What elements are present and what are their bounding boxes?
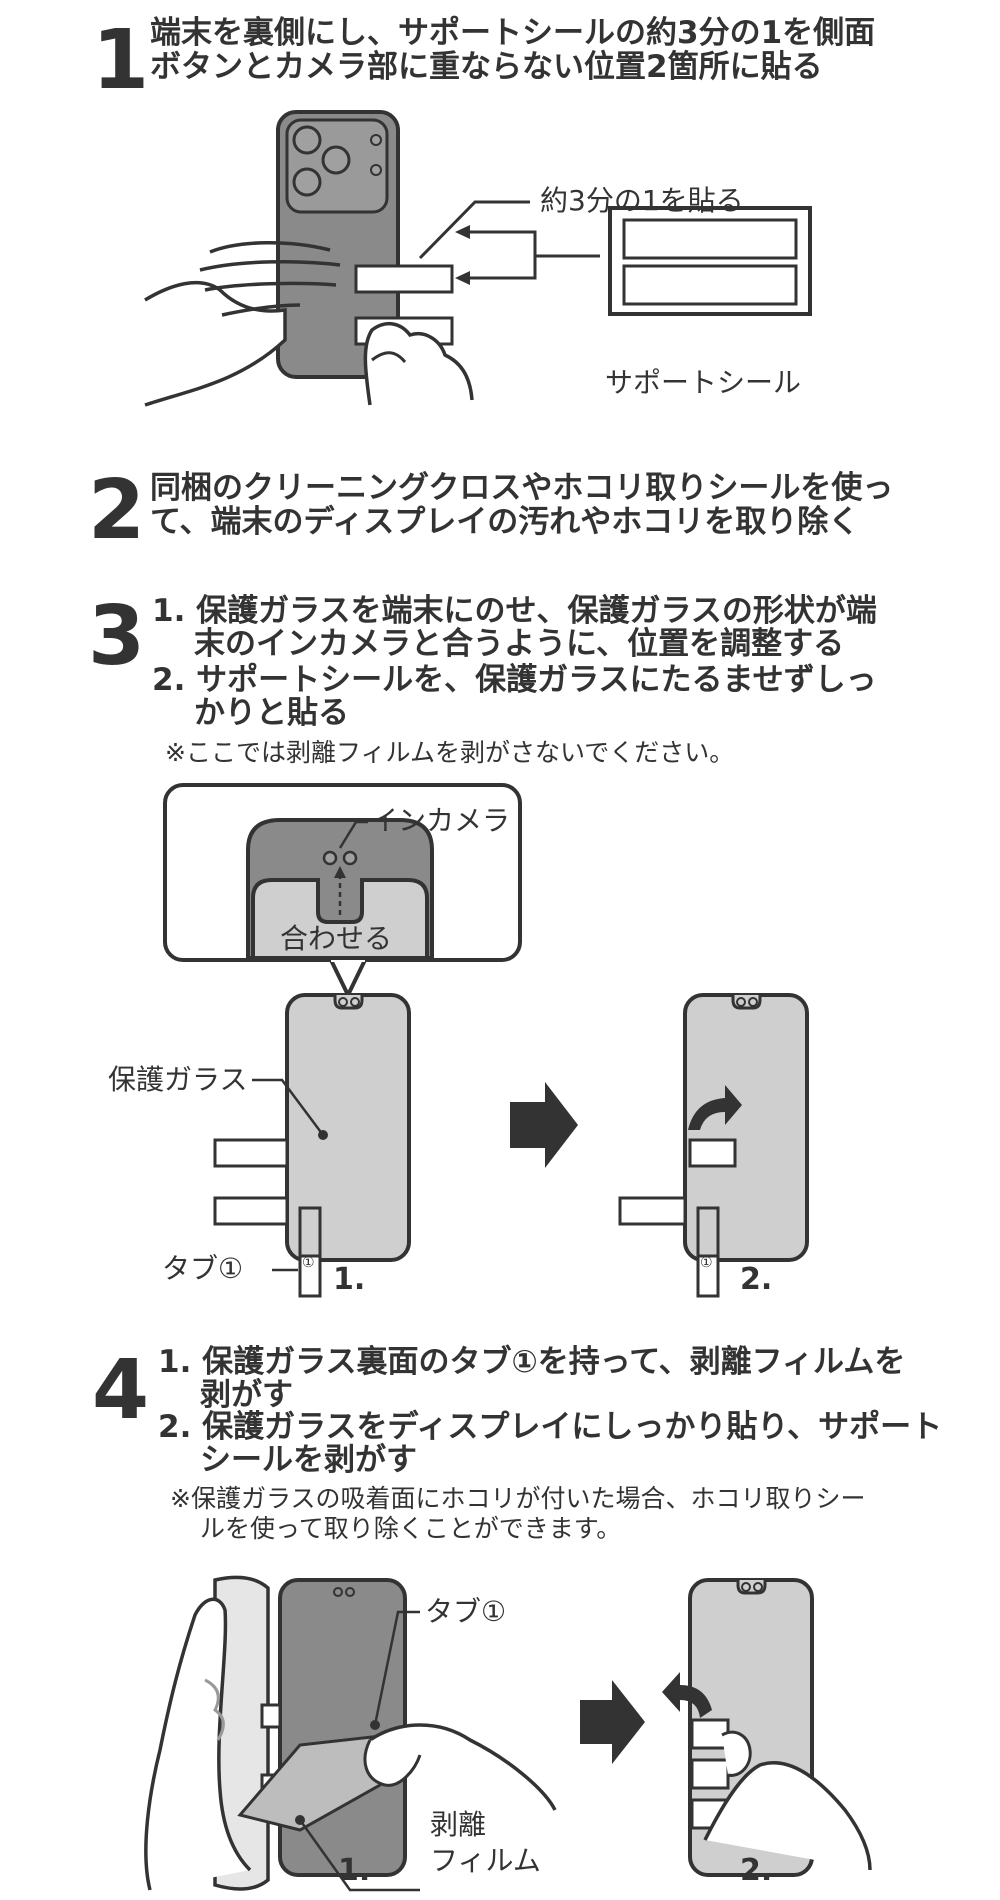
next-arrow-icon [510,1082,578,1168]
fold-over-arrow-icon [688,1085,742,1130]
tab [298,1254,322,1298]
tab-label: タブ① [162,1252,244,1285]
figure-2-label: 2. [740,1262,773,1297]
right-hand [369,1723,557,1811]
support-seal-strip [622,264,798,306]
glass-leader [252,1078,325,1136]
figure-1-label: 1. [333,1262,366,1297]
camera-lens-icon [292,125,322,155]
arrow-line [465,230,600,258]
right-hand-2 [703,1761,872,1871]
step-2-number: 2 [88,463,146,558]
camera-lens-icon [321,145,351,175]
step-1-heading-line-1: 端末を裏側にし、サポートシールの約3分の1を側面 [150,15,876,51]
step-3-item-2-line-2: かりと貼る [194,695,349,731]
step-3-item-1-line-1: 1. 保護ガラスを端末にのせ、保護ガラスの形状が端 [152,593,877,629]
zoom-callout-tail [328,957,368,1000]
in-camera-label: インカメラ [370,804,511,837]
step-1-heading-line-2: ボタンとカメラ部に重ならない位置2箇所に貼る [150,49,823,85]
step-1-number: 1 [92,13,150,108]
support-seal-strip [622,218,798,260]
next-arrow-icon [580,1680,645,1764]
left-hand [144,1597,252,1891]
step-3-item-1-line-2: 末のインカメラと合うように、位置を調整する [194,626,845,662]
sensor-icon [370,164,382,176]
camera-lens-icon [292,167,322,197]
glass-label: 保護ガラス [108,1063,248,1096]
arrowhead-icon [334,866,346,878]
folded-support-seal [688,1138,737,1168]
step-4-note-line-2: ルを使って取り除くことができます。 [200,1514,622,1543]
right-hand [363,322,474,406]
step-4-figure-2-label: 2. [740,1853,773,1888]
step-2-heading-line-1: 同梱のクリーニングクロスやホコリ取りシールを使っ [150,470,894,506]
step-3-illustration [163,783,809,1298]
tab-mark: ① [700,1255,713,1271]
support-seal-label: サポートシール [605,366,802,399]
support-seal [213,1138,289,1168]
phone-front-2 [683,993,809,1262]
step-4-item-1-line-2: 剥がす [200,1377,293,1413]
support-seal [213,1196,289,1226]
step-4-number: 4 [92,1343,150,1438]
tab-mark: ① [302,1255,315,1271]
step-4-figure-1-label: 1. [338,1853,371,1888]
left-hand [144,280,287,407]
callout-line [418,200,530,260]
arrow-line [465,256,537,280]
align-label: 合わせる [280,922,393,955]
step-2-heading-line-2: て、端末のディスプレイの汚れやホコリを取り除く [150,504,860,540]
in-camera-leader [338,820,368,849]
film-label-line-1: 剥離 [430,1808,487,1841]
step-3-note: ※ここでは剥離フィルムを剥がさないでください。 [165,738,735,767]
film-label-line-2: フィルム [430,1844,541,1877]
support-seal [618,1196,687,1226]
in-camera-icon [322,850,338,866]
support-seal [260,1703,282,1729]
step-4-item-2-line-1: 2. 保護ガラスをディスプレイにしっかり貼り、サポート [158,1409,943,1445]
step-4-tab-label: タブ① [425,1595,507,1628]
arrowhead-icon [455,225,470,239]
film-leader [298,1819,420,1892]
tab [696,1254,720,1298]
arrowhead-icon [455,271,470,285]
support-seal-peeling [690,1758,730,1790]
glass-top-zoomed [251,878,429,960]
step-4-item-1-line-1: 1. 保護ガラス裏面のタブ①を持って、剥離フィルムを [158,1344,906,1380]
flash-icon [370,134,382,146]
support-seal-on-phone [354,264,454,294]
tab-leader [373,1610,420,1726]
step-4-note-line-1: ※保護ガラスの吸着面にホコリが付いた場合、ホコリ取りシー [170,1484,866,1513]
phone-front-1 [285,993,411,1262]
one-third-callout: 約3分の1を貼る [540,184,744,217]
step-1-illustration [144,110,812,407]
step-3-item-2-line-1: 2. サポートシールを、保護ガラスにたるませずしっ [152,662,877,698]
peel-back-arrow-icon [662,1672,712,1718]
sensor-icon [342,850,358,866]
step-3-number: 3 [88,589,146,684]
step-4-item-2-line-2: シールを剥がす [200,1442,417,1478]
step-4-illustration [144,1575,872,1892]
